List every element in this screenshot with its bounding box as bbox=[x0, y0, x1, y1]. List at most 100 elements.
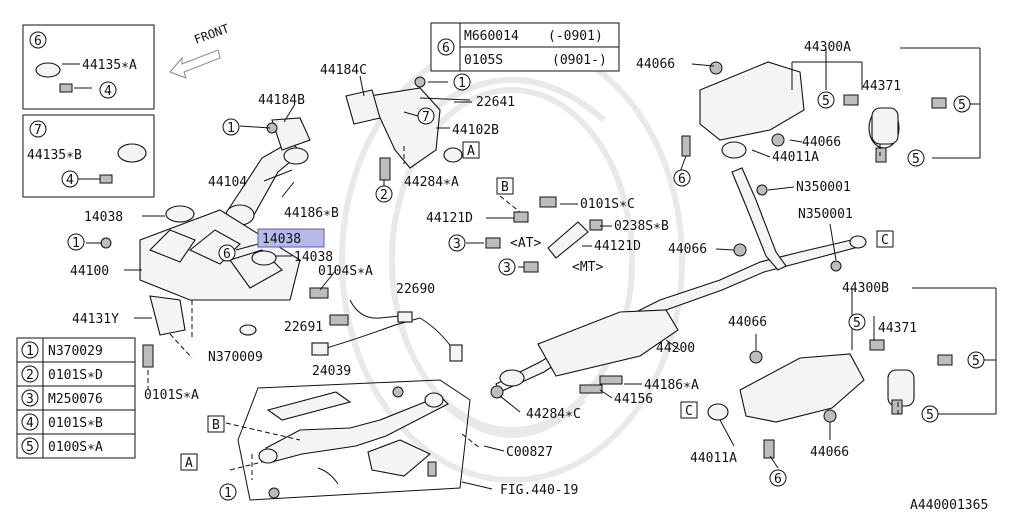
label-44100: 44100 bbox=[70, 264, 109, 279]
label-C00827: C00827 bbox=[506, 445, 553, 460]
svg-text:2: 2 bbox=[380, 188, 388, 203]
label-44066-a: 44066 bbox=[636, 57, 675, 72]
svg-text:5: 5 bbox=[958, 98, 966, 113]
front-label: FRONT bbox=[192, 21, 231, 47]
dashed-guides bbox=[147, 144, 899, 480]
svg-text:M660014: M660014 bbox=[464, 29, 519, 44]
label-44300B: 44300B bbox=[842, 281, 889, 296]
label-44186B: 44186∗B bbox=[284, 206, 339, 221]
rear-muffler-a bbox=[681, 61, 947, 163]
svg-text:0101S∗D: 0101S∗D bbox=[48, 368, 103, 383]
svg-text:0100S∗A: 0100S∗A bbox=[48, 440, 103, 455]
center-exhaust-pipe bbox=[490, 167, 867, 399]
label-44184C: 44184C bbox=[320, 63, 367, 78]
label-44284A: 44284∗A bbox=[404, 175, 459, 190]
svg-text:1: 1 bbox=[224, 486, 232, 501]
circled-callouts: 1 1 7 2 6 1 3 3 6 5 5 5 5 5 5 6 1 bbox=[67, 73, 985, 501]
label-44131Y: 44131Y bbox=[72, 312, 119, 327]
label-44066-d: 44066 bbox=[728, 315, 767, 330]
svg-text:4: 4 bbox=[104, 84, 112, 99]
clamp-icon bbox=[117, 143, 147, 163]
svg-text:A: A bbox=[185, 456, 193, 471]
bolt-icon bbox=[59, 83, 73, 93]
label-44011A-top: 44011A bbox=[772, 150, 819, 165]
svg-text:1: 1 bbox=[26, 344, 34, 359]
svg-text:4: 4 bbox=[26, 416, 34, 431]
fig-440-19-inset bbox=[237, 379, 471, 501]
svg-text:5: 5 bbox=[853, 316, 861, 331]
label-44011A-bottom: 44011A bbox=[690, 451, 737, 466]
label-44300A: 44300A bbox=[804, 40, 851, 55]
svg-text:1: 1 bbox=[227, 121, 235, 136]
svg-text:(-0901): (-0901) bbox=[548, 29, 603, 44]
label-N370009: N370009 bbox=[208, 350, 263, 365]
svg-text:5: 5 bbox=[912, 152, 920, 167]
label-14038-lower: 14038 bbox=[294, 250, 333, 265]
legend-box-7: 7 44135∗B 4 bbox=[22, 114, 155, 198]
table-6: 6 M660014 (-0901) 0105S (0901-) bbox=[430, 22, 620, 72]
label-fig-440-19: FIG.440-19 bbox=[500, 483, 578, 498]
part-labels: 44184C 44184B 22641 44102B 44104 44284∗A… bbox=[70, 40, 988, 512]
label-0101SC: 0101S∗C bbox=[580, 197, 635, 212]
svg-text:5: 5 bbox=[972, 354, 980, 369]
label-44184B: 44184B bbox=[258, 93, 305, 108]
label-44156: 44156 bbox=[614, 392, 653, 407]
label-0238SB: 0238S∗B bbox=[614, 219, 669, 234]
label-44186A: 44186∗A bbox=[644, 378, 699, 393]
label-N350001-b: N350001 bbox=[798, 207, 853, 222]
label-14038-upper: 14038 bbox=[84, 210, 123, 225]
legend-box-7-number: 7 bbox=[34, 123, 42, 138]
svg-text:6: 6 bbox=[442, 41, 450, 56]
clamp-icon bbox=[35, 62, 61, 78]
svg-text:3: 3 bbox=[503, 261, 511, 276]
svg-text:1: 1 bbox=[72, 236, 80, 251]
svg-text:5: 5 bbox=[926, 408, 934, 423]
svg-text:B: B bbox=[212, 418, 220, 433]
label-22641: 22641 bbox=[476, 95, 515, 110]
label-at: <AT> bbox=[510, 236, 541, 251]
svg-text:3: 3 bbox=[453, 237, 461, 252]
bolt-icon bbox=[99, 174, 113, 184]
svg-text:(0901-): (0901-) bbox=[552, 53, 607, 68]
svg-text:A: A bbox=[467, 144, 475, 159]
front-exhaust-pipe bbox=[225, 117, 311, 226]
label-0104SA: 0104S∗A bbox=[318, 264, 373, 279]
svg-text:M250076: M250076 bbox=[48, 392, 103, 407]
svg-text:6: 6 bbox=[774, 472, 782, 487]
front-direction-arrow: FRONT bbox=[169, 21, 231, 79]
svg-text:B: B bbox=[501, 180, 509, 195]
svg-text:C: C bbox=[685, 404, 693, 419]
label-44121D-at: 44121D bbox=[426, 211, 473, 226]
manifold-heat-shield bbox=[149, 295, 257, 336]
label-44066-e: 44066 bbox=[810, 445, 849, 460]
label-44284C: 44284∗C bbox=[526, 407, 581, 422]
svg-text:6: 6 bbox=[223, 247, 231, 262]
svg-text:2: 2 bbox=[26, 368, 34, 383]
label-22691: 22691 bbox=[284, 320, 323, 335]
label-44066-b: 44066 bbox=[802, 135, 841, 150]
svg-text:3: 3 bbox=[26, 392, 34, 407]
svg-text:C: C bbox=[881, 233, 889, 248]
label-44066-c: 44066 bbox=[668, 242, 707, 257]
exhaust-hanger-brackets bbox=[485, 196, 603, 273]
label-0101SA: 0101S∗A bbox=[144, 388, 199, 403]
svg-text:4: 4 bbox=[66, 173, 74, 188]
label-44102B: 44102B bbox=[452, 123, 499, 138]
label-mt: <MT> bbox=[572, 260, 603, 275]
diagram-reference-code: A440001365 bbox=[910, 498, 988, 512]
legend-box-6-part: 44135∗A bbox=[82, 58, 137, 73]
svg-text:0101S∗B: 0101S∗B bbox=[48, 416, 103, 431]
legend-box-6: 6 44135∗A 4 bbox=[22, 24, 155, 110]
bolt-legend-table: 1 N370029 2 0101S∗D 3 M250076 4 0101S∗B … bbox=[16, 337, 136, 459]
label-44371-b: 44371 bbox=[878, 321, 917, 336]
svg-text:0105S: 0105S bbox=[464, 53, 503, 68]
label-44121D-mt: 44121D bbox=[594, 239, 641, 254]
legend-box-7-part: 44135∗B bbox=[27, 148, 82, 163]
label-N350001-a: N350001 bbox=[796, 180, 851, 195]
label-44371-a: 44371 bbox=[862, 79, 901, 94]
label-22690: 22690 bbox=[396, 282, 435, 297]
label-24039: 24039 bbox=[312, 364, 351, 379]
highlighted-part-14038[interactable] bbox=[257, 228, 325, 248]
svg-text:7: 7 bbox=[422, 110, 430, 125]
svg-text:6: 6 bbox=[678, 172, 686, 187]
